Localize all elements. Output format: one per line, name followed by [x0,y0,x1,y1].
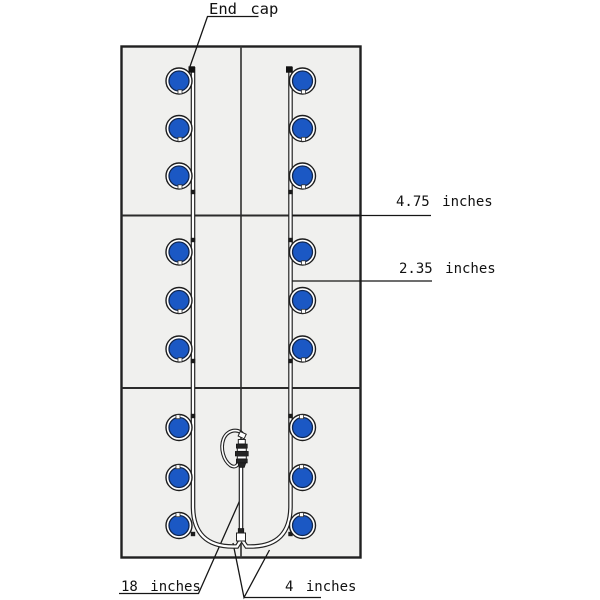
fitting-neck [237,439,246,445]
dim-18-label: 18 inches [121,579,201,595]
tube-coupler [190,413,196,419]
dim-18-leader-line [119,499,241,595]
emitter-notch [177,260,183,266]
emitter-right [288,286,317,315]
tee-junction [236,528,246,542]
fitting-band [235,451,249,457]
emitter-notch [175,414,181,420]
emitter-right [288,413,317,442]
fitting-layer [188,66,293,537]
end-cap [286,66,293,73]
junction-body [236,532,246,542]
emitter-notch [299,464,304,470]
emitter-notch [177,89,183,95]
end-cap-leader-line [189,15,259,67]
tube-coupler [288,358,293,364]
emitter-notch [177,184,183,190]
emitter-right [288,67,317,95]
emitter-notch [301,308,306,314]
emitter-right [288,463,317,492]
fitting-taper [237,462,247,468]
emitter-left [165,335,193,363]
tube-coupler [190,531,196,537]
fitting-band [236,447,247,452]
emitter-notch [301,260,306,266]
emitter-notch [301,357,306,363]
dim-4-label: 4 inches [285,579,356,595]
emitter-left [165,511,193,540]
right-tube-inner [241,67,292,548]
tube-coupler [288,413,293,419]
tube-coupler [190,358,196,364]
emitter-left [165,463,193,492]
hose-loop-inner [221,429,245,468]
tubing-layer [190,67,293,549]
end-cap-label: End cap [209,0,278,18]
left-tube-inner [191,67,242,548]
fitting-band [236,458,248,464]
emitter-left [165,114,193,143]
quick-connector-fitting [235,430,249,468]
emitter-notch [177,136,183,142]
emitter-left [165,238,193,266]
emitter-notch [177,357,183,363]
tube-coupler [190,237,196,243]
hose-cut-end [237,430,247,440]
emitter-notch [177,308,183,314]
emitter-left [165,413,193,442]
emitter-right [288,511,317,540]
emitter-notch [301,89,306,95]
tube-coupler [288,189,293,195]
emitter-left [165,67,193,95]
emitter-notch [299,414,304,420]
emitter-notch [175,512,181,518]
emitter-right [288,238,317,266]
dim-235-label: 2.35 inches [399,261,496,277]
emitter-notch [175,464,181,470]
tube-coupler [288,531,293,537]
emitter-right [288,335,317,363]
emitter-left [165,162,193,190]
emitter-notch [299,512,304,518]
tube-coupler [288,237,293,243]
emitter-right [288,162,317,190]
end-cap [188,66,195,73]
emitter-right [288,114,317,143]
emitter-left [165,286,193,315]
fitting-band [236,443,248,449]
emitter-notch [301,136,306,142]
tube-coupler [190,189,196,195]
fitting-band [236,455,247,460]
emitter-notch [301,184,306,190]
emitter-layer [165,67,317,540]
dim-475-label: 4.75 inches [396,194,493,210]
